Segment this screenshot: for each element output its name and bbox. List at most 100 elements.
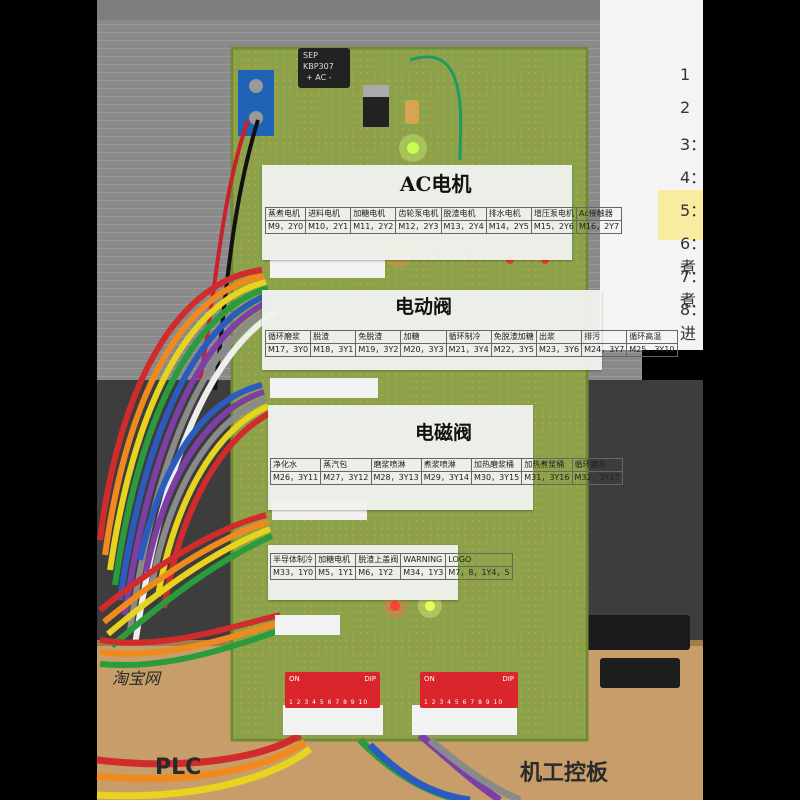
box-board-text: 机工控板 [520,761,609,786]
idc-connector [270,258,385,278]
cell-address: M24，3Y7 [581,343,628,357]
whiteboard-item: 1 [680,65,691,84]
cell-name: 循环高温 [626,330,678,344]
cell-name: 排污 [581,330,628,344]
cell-name: LOGO [445,553,513,567]
whiteboard-item: 4： [680,168,707,187]
cell-address: M19，3Y2 [355,343,402,357]
cell-address: M6，1Y2 [355,566,402,580]
cell-name: 加糖电机 [350,207,397,221]
cell-name: 增压泵电机 [530,207,578,221]
cell-name: 脱渣电机 [440,207,487,221]
chip-brand: SEP [303,51,318,60]
cell-name: 免脱渣 [355,330,402,344]
cell-address: M28，3Y13 [370,471,422,485]
cell-name: 加热磨浆桶 [470,458,523,472]
idc-connector [270,378,378,398]
black-connector [600,658,680,688]
cell-address: M27，3Y12 [320,471,372,485]
whiteboard-item: 7：煮 [680,267,707,310]
cell-address: M29，3Y14 [420,471,473,485]
label-solenoid-valve [268,405,533,510]
dip-label: DIP [502,675,514,683]
dip-on-label: ON [424,675,435,683]
cell-name: 净化水 [269,458,322,472]
cell-name: 煮浆喷淋 [420,458,473,472]
chip-model: KBP307 [303,62,334,71]
cell-address: M31，3Y16 [521,471,573,485]
cell-name: 加热煮浆桶 [521,458,573,472]
box-logo-text: 淘宝网 [112,669,161,688]
whiteboard-item: 8：进 [680,300,707,343]
dip-switch[interactable]: ON DIP 1 2 3 4 5 6 7 8 9 10 [285,672,380,708]
idc-connector [412,705,517,735]
cell-name: 循环磨浆 [264,330,312,344]
whiteboard-item: 3： [680,135,707,154]
black-connector [580,615,690,650]
whiteboard [600,0,703,350]
whiteboard-item: 6：煮 [680,234,707,277]
cell-name: 脱渣 [310,330,357,344]
led-yellow [425,601,435,611]
cell-address: M32，3Y17 [571,471,623,485]
cell-name: 出浆 [535,330,583,344]
ribbon-cable [96,732,522,800]
dip-on-label: ON [289,675,300,683]
cell-address: M16，2Y7 [575,220,623,234]
chip-pins: + AC - [306,73,332,82]
led-green [407,142,419,154]
cell-address: M7，8，1Y4，5 [445,566,513,580]
ribbon-cable [99,612,285,669]
dip-label: DIP [364,675,376,683]
cell-address: M26，3Y11 [269,471,322,485]
ribbon-cable [98,512,274,649]
idc-connector [275,615,340,635]
cell-name: 排水电机 [485,207,532,221]
cell-name: 蒸煮电机 [264,207,307,221]
whiteboard-item: 5： [680,201,707,220]
panel-title: AC电机 [400,172,472,196]
ribbon-cable [97,267,278,646]
whiteboard-item: 2 [680,98,691,117]
cell-name: 半导体制冷 [269,553,317,567]
cell-name: 蒸汽包 [320,458,372,472]
cell-address: M25，3Y10 [626,343,678,357]
cell-address: M13，2Y4 [440,220,487,234]
dip-numbers: 1 2 3 4 5 6 7 8 9 10 [289,699,369,706]
cell-address: M11，2Y2 [350,220,397,234]
cell-name: 循环换热 [571,458,623,472]
panel-title: 电动阀 [395,296,453,318]
cell-address: M33，1Y0 [269,566,317,580]
cell-address: M9，2Y0 [264,220,307,234]
dip-switch[interactable]: ON DIP 1 2 3 4 5 6 7 8 9 10 [420,672,518,708]
panel-title: 电磁阀 [415,422,473,444]
cell-name: 加糖 [400,330,447,344]
cell-name: 齿轮泵电机 [395,207,442,221]
led-red [390,601,400,611]
cell-address: M12，2Y3 [395,220,442,234]
cell-name: 加糖电机 [315,553,357,567]
cell-name: 免脱渣加糖 [490,330,537,344]
cell-address: M5，1Y1 [315,566,357,580]
cell-address: M23，3Y6 [535,343,583,357]
cell-address: M10，2Y1 [305,220,352,234]
cell-address: M14，2Y5 [485,220,532,234]
cell-address: M21，3Y4 [445,343,492,357]
cell-address: M17，3Y0 [264,343,312,357]
bridge-rectifier: SEP KBP307 + AC - [298,48,350,88]
cell-name: 脱渣上盖阀 [355,553,402,567]
cell-name: 进料电机 [305,207,352,221]
cell-name: Ac接触器 [575,207,623,221]
cell-name: WARNING [400,553,447,567]
cell-address: M30，3Y15 [470,471,523,485]
idc-connector [283,705,383,735]
cell-address: M18，3Y1 [310,343,357,357]
dip-numbers: 1 2 3 4 5 6 7 8 9 10 [424,699,504,706]
